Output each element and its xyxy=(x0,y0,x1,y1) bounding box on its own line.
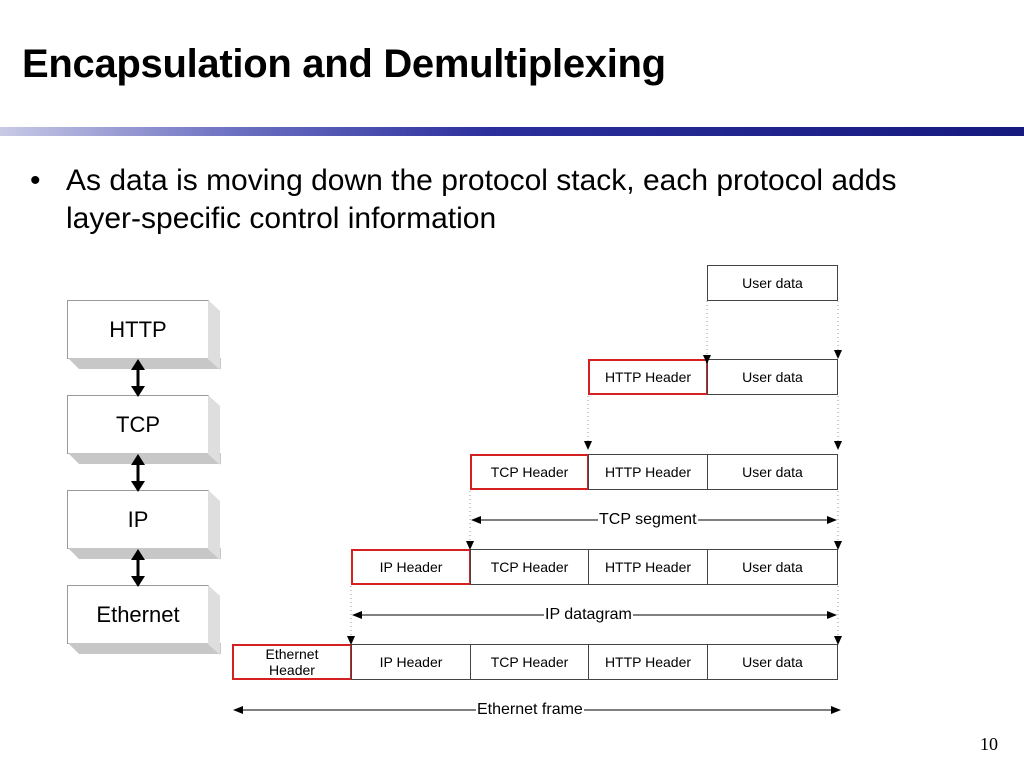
row5-user-data: User data xyxy=(707,644,838,680)
page-number: 10 xyxy=(980,734,998,754)
row3-http-header: HTTP Header xyxy=(588,454,708,490)
tcp-segment-label: TCP segment xyxy=(598,511,698,529)
row5-tcp-header: TCP Header xyxy=(470,644,589,680)
ip-datagram-label: IP datagram xyxy=(544,606,633,624)
ethernet-frame-label: Ethernet frame xyxy=(476,701,584,719)
row4-tcp-header: TCP Header xyxy=(470,549,589,585)
row2-http-header: HTTP Header xyxy=(588,359,708,395)
row1-user-data: User data xyxy=(707,265,838,301)
row2-user-data: User data xyxy=(707,359,838,395)
slide-title: Encapsulation and Demultiplexing xyxy=(22,42,666,86)
layer-ethernet: Ethernet xyxy=(67,585,209,644)
drop-markers xyxy=(347,350,842,645)
bullet-text: As data is moving down the protocol stac… xyxy=(66,164,897,235)
bullet-point: • As data is moving down the protocol st… xyxy=(30,162,970,238)
row3-user-data: User data xyxy=(707,454,838,490)
row3-tcp-header: TCP Header xyxy=(470,454,589,490)
layer-http: HTTP xyxy=(67,300,209,359)
row5-http-header: HTTP Header xyxy=(588,644,708,680)
title-divider xyxy=(0,127,1024,136)
row5-ip-header: IP Header xyxy=(351,644,471,680)
row4-ip-header: IP Header xyxy=(351,549,471,585)
row4-user-data: User data xyxy=(707,549,838,585)
layer-ip: IP xyxy=(67,490,209,549)
row5-ethernet-header: Ethernet Header xyxy=(232,644,352,680)
row4-http-header: HTTP Header xyxy=(588,549,708,585)
dotted-guides xyxy=(350,301,839,640)
bullet-icon: • xyxy=(30,164,41,197)
